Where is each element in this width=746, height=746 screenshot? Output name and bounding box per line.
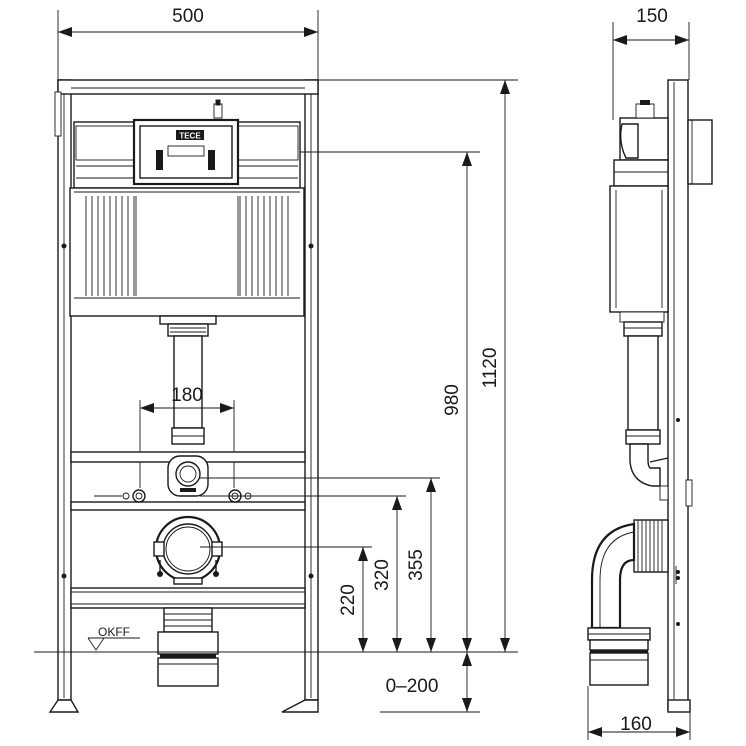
dim-label-adjust: 0–200 xyxy=(386,676,439,697)
brand-mark: TECE xyxy=(179,132,201,141)
dim-width-500: 500 xyxy=(57,6,319,80)
dim-label-355: 355 xyxy=(406,549,427,581)
waste-outlet xyxy=(153,515,223,585)
drain-connector xyxy=(157,607,219,687)
dim-label-320: 320 xyxy=(372,559,393,591)
flush-pipe xyxy=(159,315,217,445)
dim-label-220: 220 xyxy=(338,584,359,616)
dim-label-160: 160 xyxy=(620,714,652,735)
water-inlet xyxy=(167,455,209,497)
dim-label-180: 180 xyxy=(171,385,203,406)
front-view: 500 xyxy=(48,6,319,713)
floor-marker: OKFF xyxy=(87,625,140,651)
dim-label-980: 980 xyxy=(442,384,463,416)
bottom-rail xyxy=(70,587,306,609)
side-view: 150 xyxy=(587,6,713,740)
cistern: TECE xyxy=(69,118,305,317)
frame-uprights xyxy=(54,79,319,701)
dim-label-150: 150 xyxy=(636,6,668,27)
frame-feet xyxy=(48,699,319,713)
floor-label: OKFF xyxy=(98,625,130,639)
dim-label-1120: 1120 xyxy=(480,348,501,389)
dim-spacing-180: 180 xyxy=(139,385,235,488)
vertical-dimensions: 1120 980 355 320 220 0–200 xyxy=(200,79,518,713)
dim-label-500: 500 xyxy=(172,6,204,27)
